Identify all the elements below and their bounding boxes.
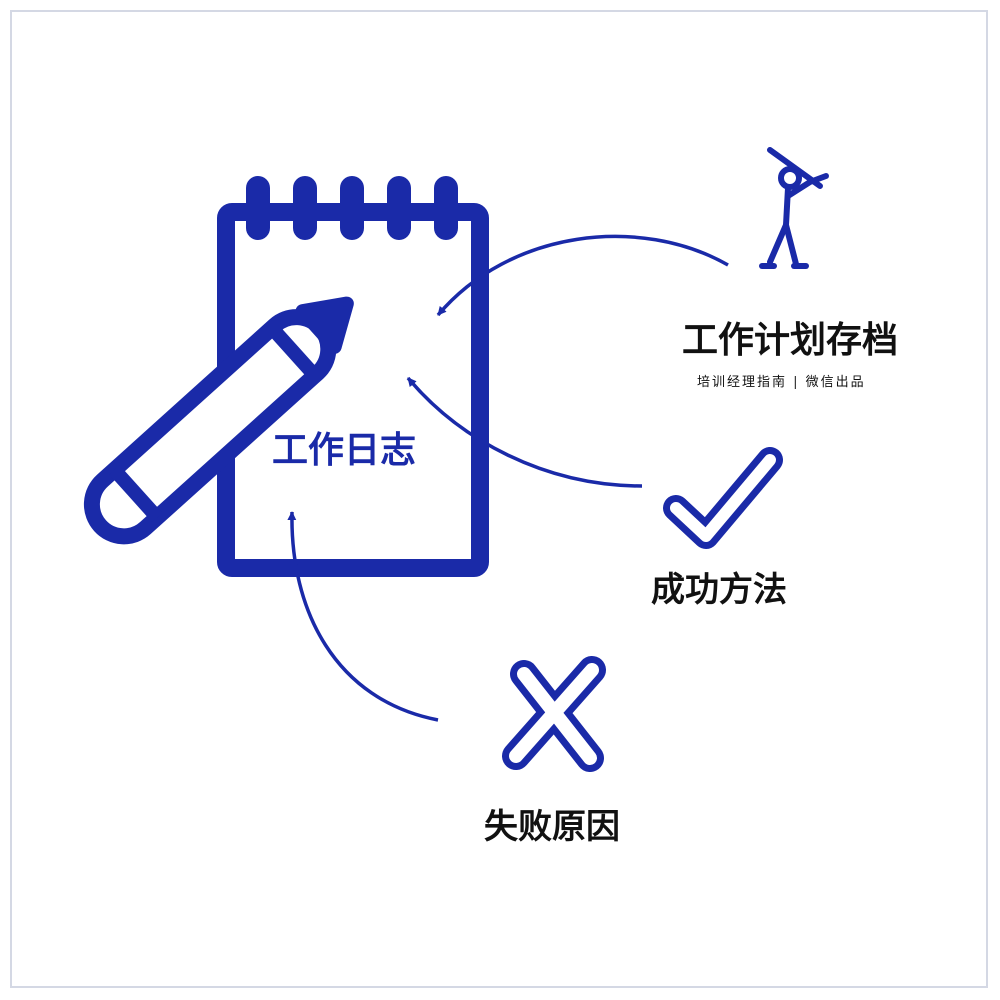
cross-icon xyxy=(502,656,606,772)
caption: 培训经理指南 | 微信出品 xyxy=(697,375,866,390)
arrow-failure-to-notebook xyxy=(287,511,439,722)
spiral-ring-icon xyxy=(340,176,364,240)
checkmark-icon xyxy=(663,447,783,549)
success-label: 成功方法 xyxy=(651,570,787,610)
archive-label: 工作计划存档 xyxy=(682,320,899,361)
spiral-ring-icon xyxy=(434,176,458,240)
arrow-archive-to-notebook xyxy=(436,234,729,317)
spiral-ring-icon xyxy=(293,176,317,240)
spiral-ring-icon xyxy=(246,176,270,240)
failure-label: 失败原因 xyxy=(484,807,620,847)
golfer-icon xyxy=(759,147,829,269)
pencil-icon xyxy=(83,296,354,545)
arrow-success-to-notebook xyxy=(406,376,643,488)
spiral-ring-icon xyxy=(387,176,411,240)
notebook-title: 工作日志 xyxy=(272,430,417,471)
image-frame xyxy=(10,10,988,988)
